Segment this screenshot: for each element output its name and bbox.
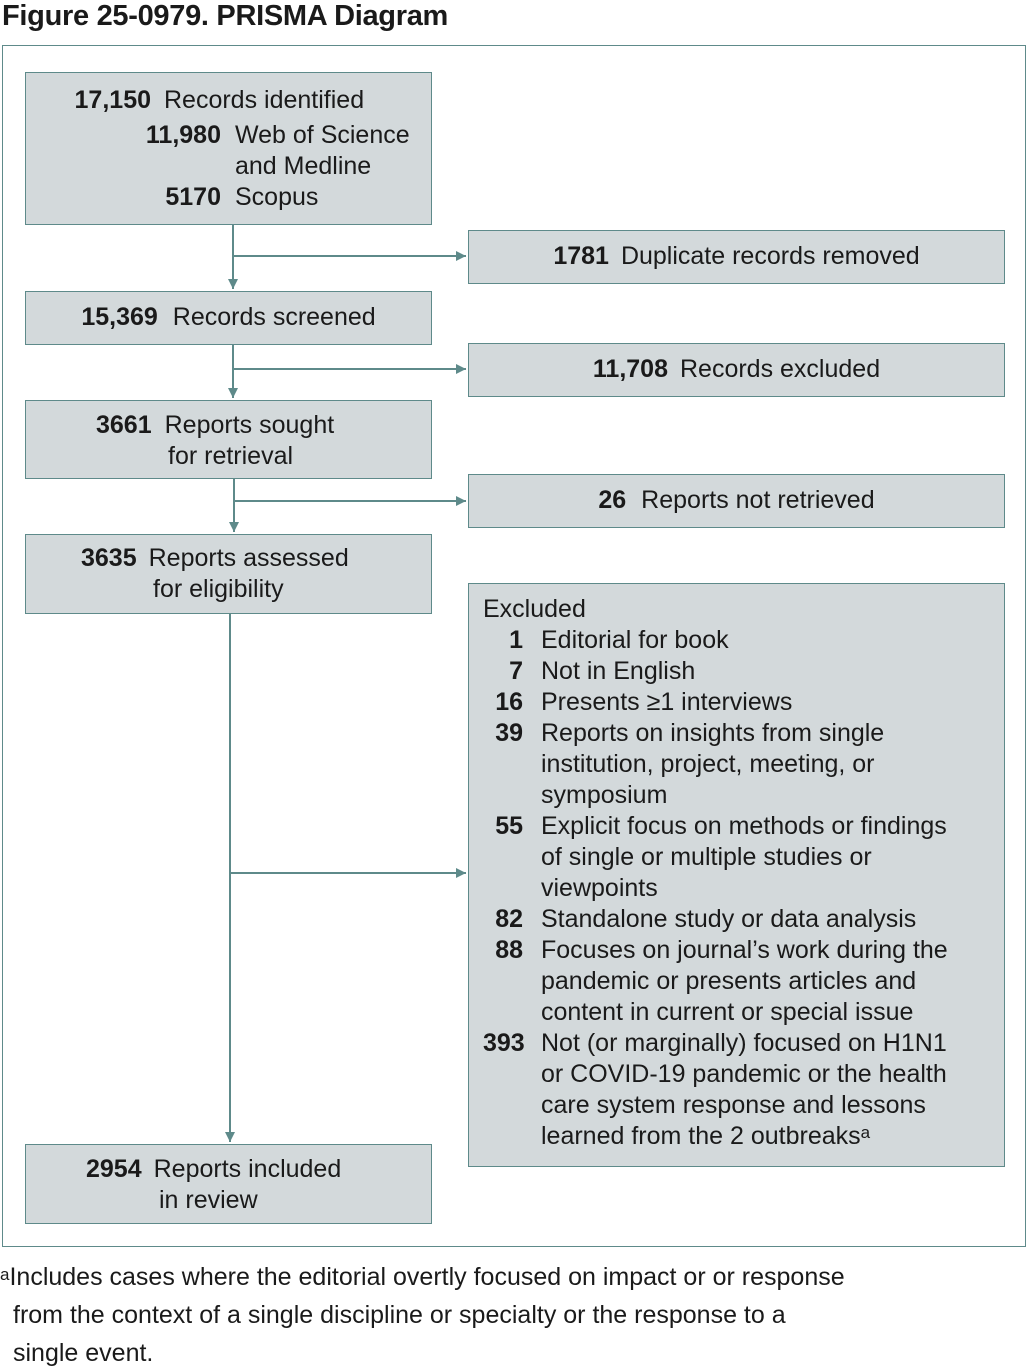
excluded-item-text: care system response and lessons — [541, 1091, 926, 1119]
excluded-item-text: viewpoints — [541, 874, 658, 902]
excluded-item-text: Explicit focus on methods or findings — [541, 812, 947, 840]
excluded-item-text: Not in English — [541, 657, 696, 685]
assessed-count: 3635 — [81, 544, 137, 572]
excluded-item-count: 393 — [483, 1029, 525, 1057]
sought-count: 3661 — [96, 411, 152, 439]
excluded-item-text: symposium — [541, 781, 668, 809]
excluded-item-label: pandemic or presents articles and — [541, 966, 948, 997]
footnote-line: single event. — [13, 1339, 154, 1367]
footnote-line: Includes cases where the editorial overt… — [9, 1263, 845, 1291]
excluded-item-text: institution, project, meeting, or — [541, 750, 875, 778]
excluded-item: 16 Presents ≥1 interviews — [483, 687, 1004, 718]
sought-label: for retrieval — [168, 442, 294, 470]
excluded-item: 55 Explicit focus on methods or findings o… — [483, 811, 1004, 904]
excluded-item-label: of single or multiple studies or — [541, 842, 947, 873]
excluded-item-label: or COVID-19 pandemic or the health — [541, 1059, 947, 1090]
excluded-item-label: institution, project, meeting, or — [541, 749, 884, 780]
reports-sought-box: 3661 Reports sought for retrieval — [25, 400, 432, 479]
reports-included-box: 2954 Reports included in review — [25, 1144, 432, 1224]
records-identified-box: 17,150 Records identified 11,980 Web of … — [25, 72, 432, 225]
source-label: and Medline — [235, 152, 372, 180]
footnote: aIncludes cases where the editorial over… — [0, 1258, 1030, 1372]
records-screened-box: 15,369 Records screened — [25, 291, 432, 345]
source-label: Web of Science — [235, 121, 410, 149]
source-count: 5170 — [165, 183, 221, 211]
excluded-item-count: 7 — [509, 657, 523, 685]
excluded-item-label: content in current or special issue — [541, 997, 948, 1028]
assessed-label: for eligibility — [153, 575, 284, 603]
excluded-heading: Excluded — [483, 595, 586, 623]
assessed-label: Reports assessed — [148, 544, 349, 572]
excluded-item-count: 39 — [495, 719, 523, 747]
diagram-frame — [2, 45, 1026, 1247]
included-label: in review — [159, 1186, 258, 1214]
excluded-item-count: 16 — [495, 688, 523, 716]
included-count: 2954 — [86, 1155, 142, 1183]
not-retrieved-label: Reports not retrieved — [641, 486, 875, 514]
excluded-item-label: care system response and lessons — [541, 1090, 947, 1121]
duplicates-label: Duplicate records removed — [620, 242, 920, 270]
excluded-item-text: content in current or special issue — [541, 998, 914, 1026]
excluded-item-label: Focuses on journal’s work during the — [541, 935, 948, 966]
identified-count: 17,150 — [74, 86, 151, 114]
screened-count: 15,369 — [81, 303, 158, 331]
source-count: 11,980 — [145, 121, 221, 149]
excluded-item-label: Not in English — [541, 656, 695, 687]
excluded-item-text: or COVID-19 pandemic or the health — [541, 1060, 947, 1088]
excluded-item-label: Reports on insights from single — [541, 718, 884, 749]
excluded-item-count: 82 — [495, 905, 523, 933]
excluded-item-text: pandemic or presents articles and — [541, 967, 917, 995]
excluded-item-count: 55 — [495, 812, 523, 840]
excluded-item-text: Focuses on journal’s work during the — [541, 936, 948, 964]
screened-label: Records screened — [172, 303, 376, 331]
figure-title: Figure 25-0979. PRISMA Diagram — [2, 0, 449, 32]
footnote-mark: a — [860, 1123, 871, 1142]
footnote-line: from the context of a single discipline … — [13, 1301, 786, 1329]
excluded-item-text: learned from the 2 outbreaks — [541, 1122, 861, 1150]
excluded-item-text: Editorial for book — [541, 626, 729, 654]
excluded-item-text: Reports on insights from single — [541, 719, 885, 747]
excluded-item: 7 Not in English — [483, 656, 1004, 687]
records-excluded-count: 11,708 — [592, 355, 668, 383]
excluded-item: 82 Standalone study or data analysis — [483, 904, 1004, 935]
source-label: Scopus — [235, 183, 319, 211]
excluded-item-text: of single or multiple studies or — [541, 843, 872, 871]
sought-label: Reports sought — [164, 411, 335, 439]
excluded-item-label: learned from the 2 outbreaksa — [541, 1121, 947, 1152]
excluded-list: 1 Editorial for book 7 Not in English 16 Pres… — [483, 625, 1004, 1152]
excluded-item-label: Presents ≥1 interviews — [541, 687, 792, 718]
excluded-item-text: Presents ≥1 interviews — [541, 688, 793, 716]
excluded-item-text: Standalone study or data analysis — [541, 905, 917, 933]
excluded-item-label: Editorial for book — [541, 625, 729, 656]
duplicates-removed-box: 1781 Duplicate records removed — [468, 230, 1005, 284]
identified-label: Records identified — [164, 86, 365, 114]
duplicates-count: 1781 — [553, 242, 609, 270]
not-retrieved-count: 26 — [598, 486, 627, 514]
excluded-item-label: Explicit focus on methods or findings — [541, 811, 947, 842]
records-excluded-label: Records excluded — [679, 355, 881, 383]
excluded-item: 39 Reports on insights from single institu… — [483, 718, 1004, 811]
reports-assessed-box: 3635 Reports assessed for eligibility — [25, 534, 432, 614]
records-excluded-box: 11,708 Records excluded — [468, 343, 1005, 397]
excluded-item: 393 Not (or marginally) focused on H1N1 or… — [483, 1028, 1004, 1152]
excluded-item-text: Not (or marginally) focused on H1N1 — [541, 1029, 947, 1057]
not-retrieved-box: 26 Reports not retrieved — [468, 474, 1005, 528]
excluded-item-label: symposium — [541, 780, 884, 811]
excluded-reasons-box: Excluded 1 Editorial for book 7 Not in Engl… — [468, 583, 1005, 1167]
included-label: Reports included — [153, 1155, 342, 1183]
footnote-mark: a — [0, 1265, 10, 1284]
excluded-item: 1 Editorial for book — [483, 625, 1004, 656]
excluded-item-label: viewpoints — [541, 873, 947, 904]
excluded-item-label: Not (or marginally) focused on H1N1 — [541, 1028, 947, 1059]
excluded-item: 88 Focuses on journal’s work during the pa… — [483, 935, 1004, 1028]
excluded-item-count: 1 — [509, 626, 523, 654]
excluded-item-label: Standalone study or data analysis — [541, 904, 916, 935]
excluded-item-count: 88 — [495, 936, 523, 964]
